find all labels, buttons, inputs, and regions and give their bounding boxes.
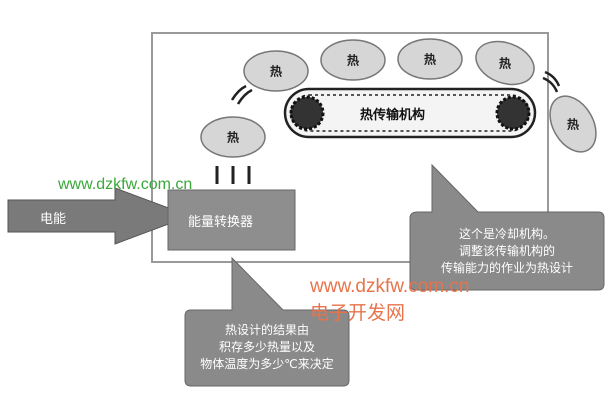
input-label: 电能 [40,212,67,227]
converter-label: 能量转换器 [188,215,254,230]
gear-icon [289,95,325,131]
callout-result-bubble [184,256,350,387]
watermark-url: www.dzkfw.com.cn [310,276,470,297]
input-arrow [7,187,192,245]
heat-label: 热 [498,56,512,71]
heat-label: 热 [269,64,283,79]
gear-icon [495,95,531,131]
watermark-site: 电子开发网 [310,303,406,324]
heat-wave-left [230,84,253,105]
heat-label: 热 [346,53,360,68]
heat-ellipses [200,38,597,158]
callout-cooling-bubble [409,163,605,291]
heat-label: 热 [423,52,437,67]
heat-wave-right [542,70,561,93]
watermark-url: www.dzkfw.com.cn [58,176,193,193]
conveyor-label: 热传输机构 [360,108,426,123]
callout-cooling-text: 这个是冷却机构。 调整该传输机构的 传输能力的作业为热设计 [440,227,573,275]
heat-label: 热 [226,130,240,145]
converter-box [167,189,296,251]
conveyor-belt [283,87,537,139]
heat-label: 热 [566,117,580,132]
heat-rise-lines [215,166,251,184]
callout-result-text: 热设计的结果由 积存多少热量以及 物体温度为多少℃来决定 [200,323,334,371]
